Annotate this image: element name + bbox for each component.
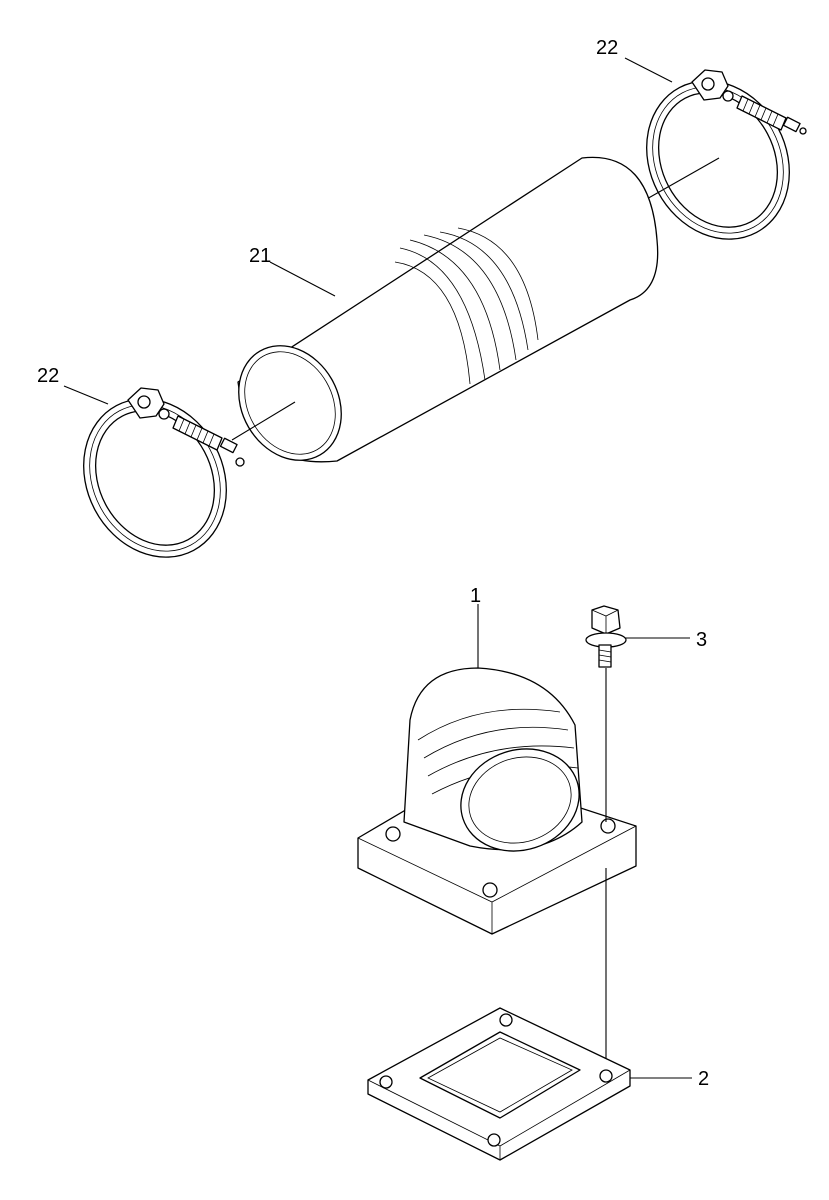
axis-line bbox=[231, 401, 296, 441]
callout-1: 1 bbox=[470, 585, 481, 607]
leader-line-22-upper bbox=[624, 57, 673, 83]
callout-22-lower: 22 bbox=[37, 365, 59, 387]
callout-2: 2 bbox=[698, 1068, 709, 1090]
gasket-part-2[interactable] bbox=[367, 1007, 631, 1161]
hose-part-21[interactable] bbox=[218, 156, 659, 479]
leader-line-22-lower bbox=[63, 385, 109, 405]
bolt-part-3[interactable] bbox=[585, 605, 627, 1070]
elbow-part-1[interactable] bbox=[357, 667, 637, 935]
callout-22-upper: 22 bbox=[596, 37, 618, 59]
axis-line bbox=[644, 157, 720, 201]
hose-clamp-upper[interactable] bbox=[619, 56, 816, 265]
callout-3: 3 bbox=[696, 629, 707, 651]
callout-21: 21 bbox=[249, 245, 271, 267]
leader-line-21 bbox=[269, 261, 336, 297]
hose-clamp-lower[interactable] bbox=[56, 374, 253, 583]
